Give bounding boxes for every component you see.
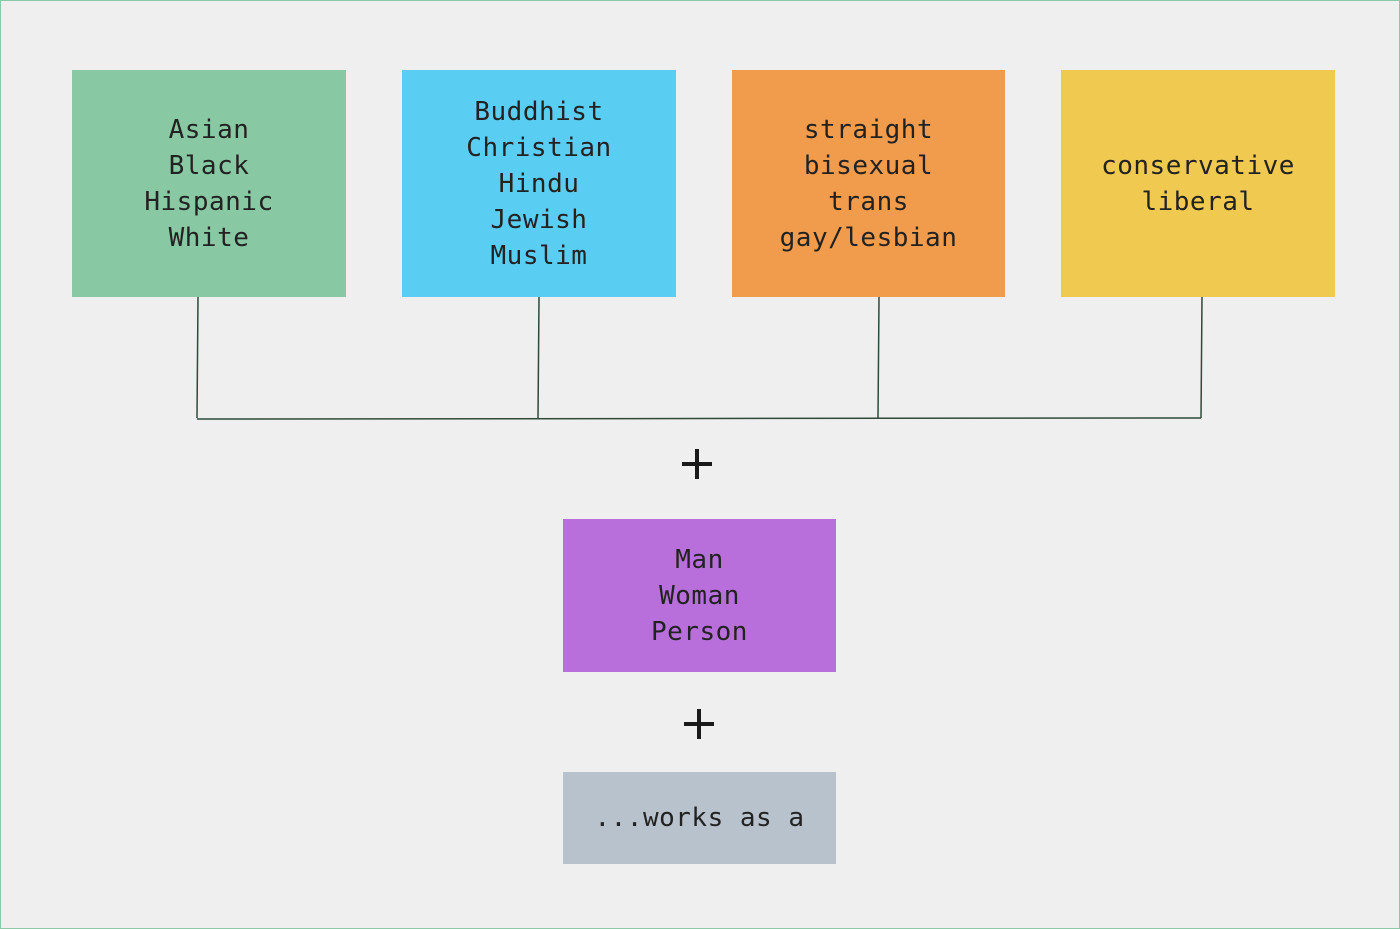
religion-item: Muslim (490, 240, 588, 271)
ethnicity-item: White (168, 222, 250, 253)
religion-item: Jewish (490, 204, 588, 235)
religion-item: Christian (466, 132, 612, 163)
connector-politics (1200, 296, 1203, 419)
gender-box: Man Woman Person (563, 519, 836, 672)
sexuality-item: bisexual (803, 150, 934, 181)
politics-item: conservative (1101, 150, 1295, 181)
politics-box: conservative liberal (1061, 70, 1335, 297)
connector-religion (537, 296, 540, 419)
connector-ethnicity (196, 296, 199, 419)
occupation-box: ...works as a (563, 772, 836, 864)
religion-item: Hindu (498, 168, 580, 199)
religion-item: Buddhist (474, 96, 604, 127)
gender-item: Person (651, 616, 748, 647)
sexuality-item: straight (803, 114, 934, 145)
sexuality-item: gay/lesbian (779, 222, 958, 253)
occupation-phrase: ...works as a (594, 803, 805, 833)
sexuality-item: trans (828, 186, 909, 217)
politics-item: liberal (1141, 186, 1255, 217)
plus-operator (678, 444, 718, 484)
ethnicity-item: Asian (168, 114, 250, 145)
gender-item: Man (675, 544, 724, 575)
gender-item: Woman (659, 580, 740, 611)
ethnicity-item: Hispanic (144, 186, 274, 217)
connector-horizontal (196, 417, 1202, 420)
plus-operator (680, 704, 720, 744)
religion-box: Buddhist Christian Hindu Jewish Muslim (402, 70, 676, 297)
ethnicity-item: Black (168, 150, 250, 181)
sexuality-box: straight bisexual trans gay/lesbian (732, 70, 1005, 297)
connector-sexuality (877, 296, 880, 419)
ethnicity-box: Asian Black Hispanic White (72, 70, 346, 297)
